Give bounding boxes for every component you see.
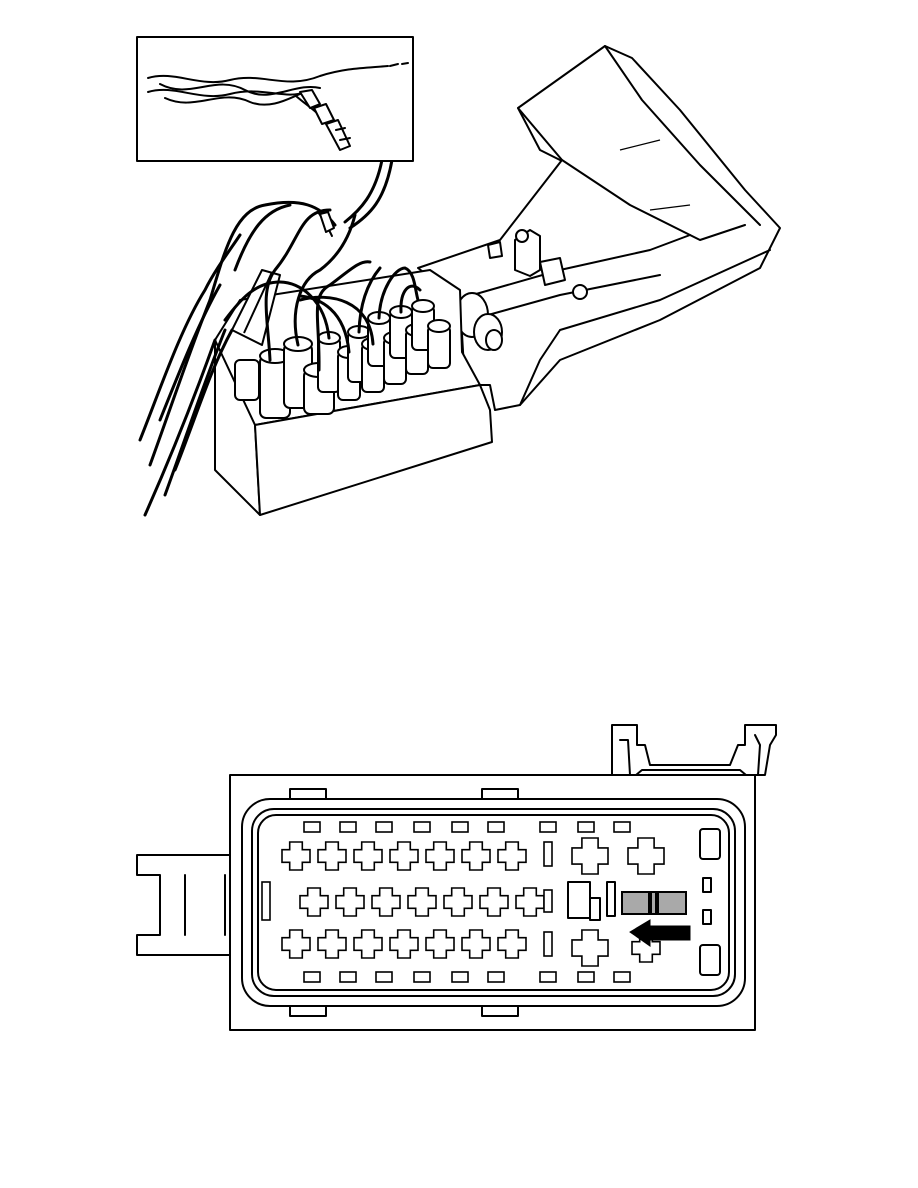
cavity-cross [353, 929, 383, 959]
cavity-cross [281, 929, 311, 959]
cavity-cross [461, 929, 491, 959]
connector-face-view [136, 724, 777, 1031]
connector-housing-3d [138, 45, 781, 517]
cavity-slot [413, 971, 431, 983]
cavity-cross [515, 887, 545, 917]
cavity-slot [487, 971, 505, 983]
cavity-cross [479, 887, 509, 917]
cavity-cross [497, 841, 527, 871]
cavity-cross [281, 841, 311, 871]
cavity-cross [299, 887, 329, 917]
cavity-slot [413, 821, 431, 833]
cavity-slot [339, 971, 357, 983]
cavity-cross [317, 841, 347, 871]
cavity-cross [497, 929, 527, 959]
cavity-cross [425, 929, 455, 959]
cavity-slot [577, 971, 595, 983]
cavity-slot [543, 841, 553, 867]
cavity-cross [461, 841, 491, 871]
cavity-cross-large [571, 929, 609, 967]
cavity-cross-large [571, 837, 609, 875]
magnifier-inset [136, 36, 414, 162]
cavity-slot [375, 821, 393, 833]
cavity-cross [353, 841, 383, 871]
cavity-cross [335, 887, 365, 917]
cavity-cross-large [627, 837, 665, 875]
cavity-slot [375, 971, 393, 983]
cavity-cross [317, 929, 347, 959]
cavity-cross [443, 887, 473, 917]
cavity-slot [261, 881, 271, 921]
cavity-slot [577, 821, 595, 833]
cavity-slot [613, 971, 631, 983]
cavity-cross [371, 887, 401, 917]
cavity-cross [425, 841, 455, 871]
cavity-cross [631, 933, 661, 963]
cavity-slot [339, 821, 357, 833]
locking-tab [136, 854, 231, 956]
cavity-slot [451, 971, 469, 983]
cavity-slot [303, 821, 321, 833]
pointer-arrow-left [629, 919, 691, 947]
cavity-cross [389, 929, 419, 959]
cavity-slot [487, 821, 505, 833]
cavity-cross [389, 841, 419, 871]
cavity-slot [539, 821, 557, 833]
mounting-bracket [611, 724, 777, 776]
cavity-slot [543, 889, 553, 913]
terminal-cavities [261, 821, 665, 983]
wire-harness [138, 200, 422, 517]
connector-cover [417, 45, 781, 411]
cavity-slot [303, 971, 321, 983]
cavity-cross [407, 887, 437, 917]
cavity-slot [539, 971, 557, 983]
cavity-slot [613, 821, 631, 833]
highlighted-terminal [621, 891, 687, 915]
cavity-slot [543, 931, 553, 957]
cavity-slot [451, 821, 469, 833]
